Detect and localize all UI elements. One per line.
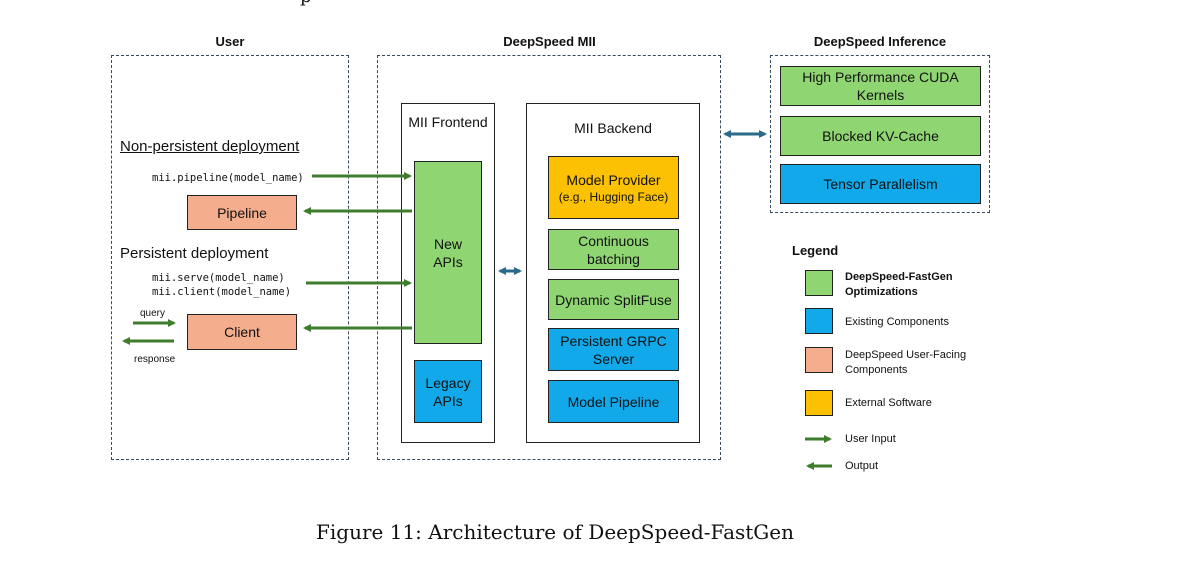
legend-swatch-existing <box>805 308 833 334</box>
client-call-code: mii.client(model_name) <box>152 286 292 298</box>
legend-label-external: External Software <box>845 397 932 409</box>
high-perf-kernels-box: High Performance CUDA Kernels <box>780 66 981 106</box>
dynamic-splitfuse-box: Dynamic SplitFuse <box>548 279 679 320</box>
legend-label-user-input: User Input <box>845 433 896 445</box>
non-persistent-heading: Non-persistent deployment <box>120 138 300 155</box>
legend-swatch-fastgen <box>805 270 833 296</box>
persistent-heading: Persistent deployment <box>120 245 269 262</box>
serve-call-code: mii.serve(model_name) <box>152 272 285 284</box>
figure-caption: Figure 11: Architecture of DeepSpeed-Fas… <box>316 520 794 544</box>
mii-frontend-title: MII Frontend <box>408 114 488 130</box>
client-box: Client <box>187 314 297 350</box>
continuous-batching-box: Continuous batching <box>548 229 679 270</box>
legend-label-existing: Existing Components <box>845 316 949 328</box>
model-provider-label: Model Provider <box>566 171 661 188</box>
section-title-inference: DeepSpeed Inference <box>813 34 947 49</box>
model-provider-box: Model Provider (e.g., Hugging Face) <box>548 156 679 219</box>
legend-swatch-user-facing <box>805 347 833 373</box>
legend-swatch-external <box>805 390 833 416</box>
model-pipeline-box: Model Pipeline <box>548 380 679 423</box>
legend-label-user-facing: DeepSpeed User-Facing Components <box>845 349 967 376</box>
tensor-parallelism-box: Tensor Parallelism <box>780 164 981 204</box>
legend-title: Legend <box>792 243 839 258</box>
persistent-grpc-box: Persistent GRPC Server <box>548 328 679 371</box>
mii-backend-title: MII Backend <box>574 120 652 136</box>
pipeline-call-code: mii.pipeline(model_name) <box>152 172 304 184</box>
legend-label-fastgen: DeepSpeed-FastGen Optimizations <box>845 271 953 298</box>
inference-panel <box>770 55 990 213</box>
blocked-kv-cache-box: Blocked KV-Cache <box>780 116 981 156</box>
model-provider-sublabel: (e.g., Hugging Face) <box>558 189 669 204</box>
section-title-mii: DeepSpeed MII <box>503 34 596 49</box>
new-apis-box: New APIs <box>414 161 482 344</box>
response-label: response <box>134 354 176 365</box>
legacy-apis-box: Legacy APIs <box>414 360 482 423</box>
top-text-fragment: p <box>300 0 312 7</box>
mii-panel <box>377 55 721 460</box>
query-label: query <box>140 308 166 319</box>
section-title-user: User <box>215 34 245 49</box>
legend-label-output: Output <box>845 460 879 472</box>
user-panel <box>111 55 349 460</box>
pipeline-box: Pipeline <box>187 195 297 230</box>
